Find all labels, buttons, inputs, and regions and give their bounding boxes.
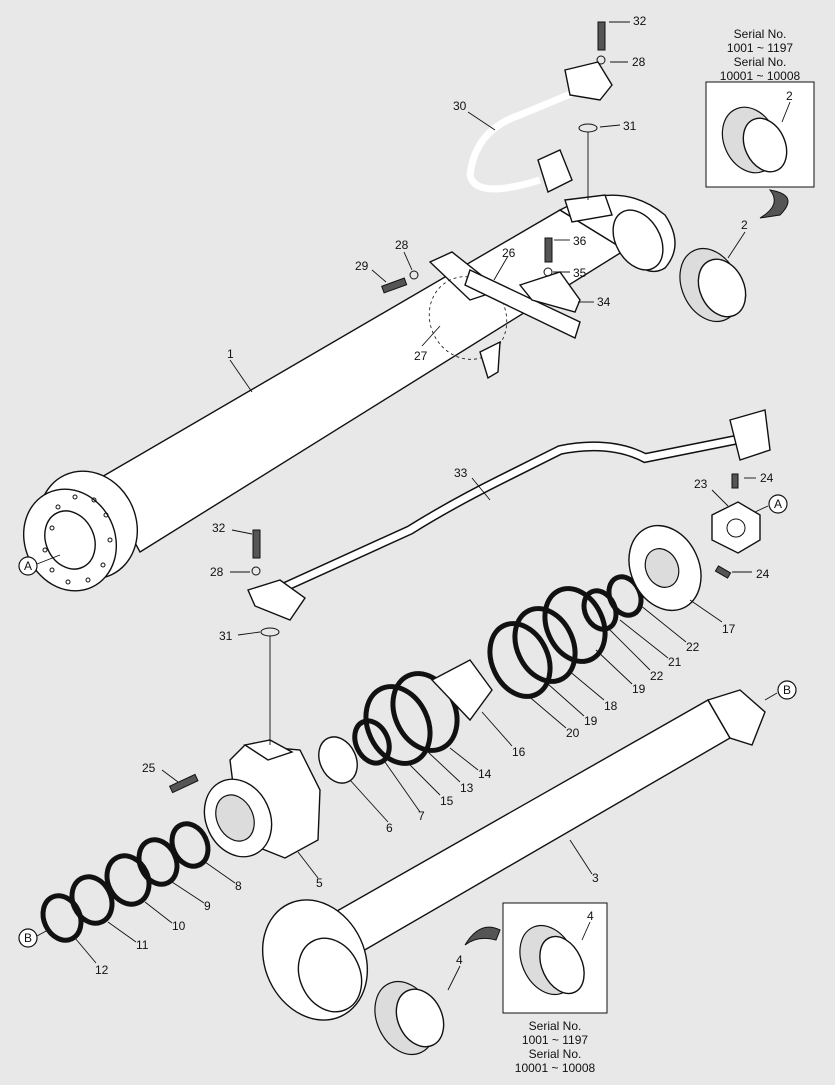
- serial-note-top: Serial No. 1001 ~ 1197 Serial No. 10001 …: [720, 27, 801, 83]
- svg-text:11: 11: [136, 938, 149, 952]
- svg-text:A: A: [774, 497, 782, 511]
- ref-marker-a-left: A: [18, 554, 61, 576]
- svg-text:24: 24: [760, 471, 774, 485]
- svg-text:34: 34: [597, 295, 611, 309]
- svg-text:20: 20: [566, 726, 580, 740]
- svg-text:16: 16: [512, 745, 526, 759]
- inset-top: [705, 81, 815, 219]
- piston-nut: [711, 473, 761, 579]
- inset-bottom: [464, 902, 608, 1014]
- svg-text:5: 5: [316, 876, 323, 890]
- svg-text:4: 4: [456, 953, 463, 967]
- svg-text:23: 23: [694, 477, 708, 491]
- svg-text:3: 3: [592, 871, 599, 885]
- svg-text:1001 ~ 1197: 1001 ~ 1197: [727, 41, 794, 55]
- svg-text:14: 14: [478, 767, 492, 781]
- cylinder-tube: [22, 194, 676, 592]
- svg-text:19: 19: [584, 714, 598, 728]
- ref-marker-b-top: B: [764, 680, 797, 701]
- svg-text:15: 15: [440, 794, 454, 808]
- svg-text:26: 26: [502, 246, 516, 260]
- svg-text:31: 31: [623, 119, 637, 133]
- svg-text:36: 36: [573, 234, 587, 248]
- serial-note-bottom: Serial No. 1001 ~ 1197 Serial No. 10001 …: [515, 1019, 596, 1075]
- bushing-top: [679, 247, 747, 323]
- svg-text:6: 6: [386, 821, 393, 835]
- tube-clamp: [428, 251, 581, 380]
- svg-text:31: 31: [219, 629, 233, 643]
- svg-text:10001 ~ 10008: 10001 ~ 10008: [720, 69, 801, 83]
- svg-text:27: 27: [414, 349, 428, 363]
- svg-text:12: 12: [95, 963, 109, 977]
- svg-text:Serial No.: Serial No.: [529, 1019, 582, 1033]
- svg-text:17: 17: [722, 622, 736, 636]
- svg-text:7: 7: [418, 809, 425, 823]
- svg-text:10001 ~ 10008: 10001 ~ 10008: [515, 1061, 596, 1075]
- svg-text:22: 22: [650, 669, 664, 683]
- svg-text:24: 24: [756, 567, 770, 581]
- svg-text:9: 9: [204, 899, 211, 913]
- svg-text:B: B: [783, 683, 791, 697]
- svg-text:B: B: [24, 931, 32, 945]
- svg-text:25: 25: [142, 761, 156, 775]
- svg-text:Serial No.: Serial No.: [529, 1047, 582, 1061]
- o-ring-31-top: [578, 123, 598, 133]
- svg-text:2: 2: [741, 218, 748, 232]
- svg-text:30: 30: [453, 99, 467, 113]
- piston-assembly: [318, 524, 702, 784]
- svg-text:29: 29: [355, 259, 369, 273]
- svg-text:18: 18: [604, 699, 618, 713]
- svg-text:28: 28: [210, 565, 224, 579]
- svg-text:1001 ~ 1197: 1001 ~ 1197: [522, 1033, 589, 1047]
- svg-text:10: 10: [172, 919, 186, 933]
- part-labels: 1 2 2 3 4 4 5 6 7 8 9 10 11 12 13 14 15 …: [74, 14, 793, 991]
- svg-text:32: 32: [212, 521, 226, 535]
- cylinder-head: [203, 739, 321, 859]
- svg-text:1: 1: [227, 347, 234, 361]
- svg-text:Serial No.: Serial No.: [734, 55, 787, 69]
- svg-text:22: 22: [686, 640, 700, 654]
- pipe-lower: [247, 409, 771, 621]
- ref-marker-b-left: B: [18, 928, 49, 948]
- ref-marker-a-top: A: [754, 494, 788, 514]
- svg-text:33: 33: [454, 466, 468, 480]
- svg-text:Serial No.: Serial No.: [734, 27, 787, 41]
- svg-text:13: 13: [460, 781, 474, 795]
- svg-text:21: 21: [668, 655, 682, 669]
- piston-rod: [261, 689, 766, 1056]
- svg-text:32: 32: [633, 14, 647, 28]
- svg-text:19: 19: [632, 682, 646, 696]
- seal-rings-head: [40, 821, 211, 943]
- o-ring-31-bottom: [260, 627, 280, 637]
- svg-text:2: 2: [786, 89, 793, 103]
- svg-text:28: 28: [632, 55, 646, 69]
- svg-text:A: A: [24, 559, 32, 573]
- svg-text:8: 8: [235, 879, 242, 893]
- svg-text:35: 35: [573, 266, 587, 280]
- svg-text:4: 4: [587, 909, 594, 923]
- svg-text:28: 28: [395, 238, 409, 252]
- pipe-upper: [466, 61, 613, 223]
- bolts: [168, 21, 606, 794]
